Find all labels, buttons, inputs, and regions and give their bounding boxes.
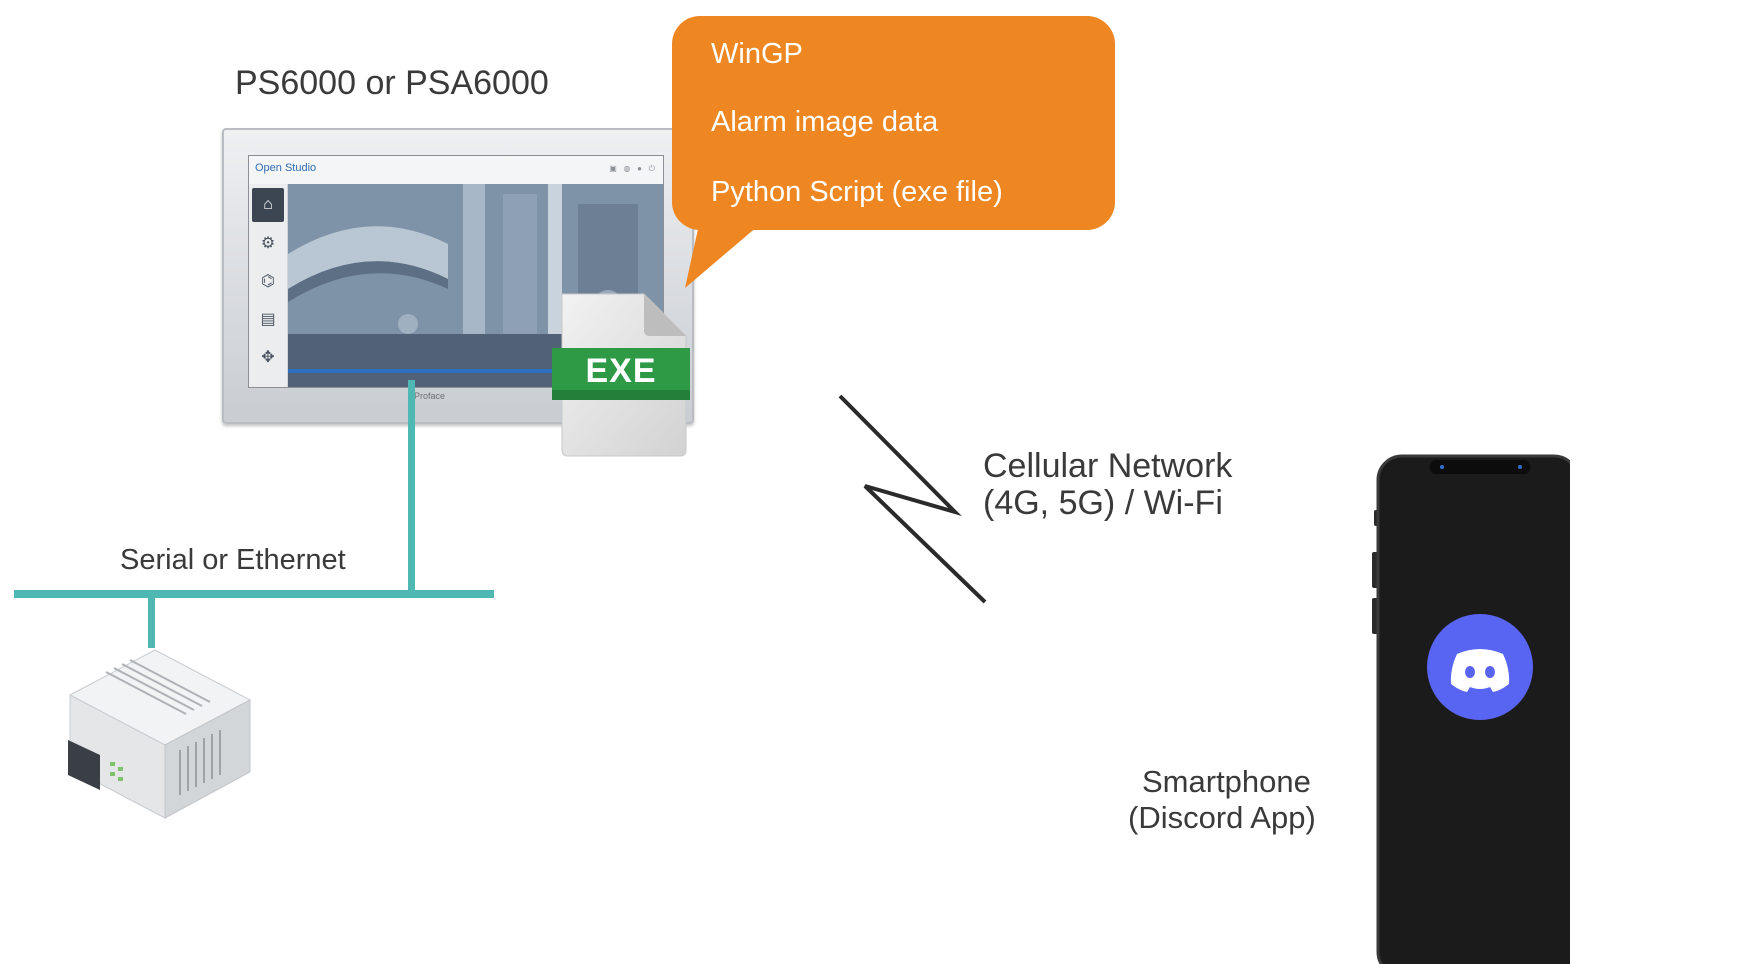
- chart-icon: ⌬: [261, 273, 275, 290]
- hmi-brand-logo: Proface: [414, 391, 446, 401]
- info-bubble: WinGP Alarm image data Python Script (ex…: [672, 16, 1115, 230]
- discord-icon: [1427, 614, 1533, 720]
- wireless-label-line2: (4G, 5G) / Wi-Fi: [983, 484, 1223, 522]
- gear-icon: ⚙: [260, 235, 276, 252]
- smartphone-label-line2: (Discord App): [1128, 800, 1316, 835]
- plc-icon: [68, 649, 252, 819]
- wireless-label-line1: Cellular Network: [983, 447, 1233, 485]
- home-icon: ⌂: [252, 188, 284, 222]
- plc-drop-line: [148, 596, 155, 648]
- hmi-drop-line: [408, 380, 415, 598]
- bubble-line-wingp: WinGP: [711, 38, 803, 70]
- hmi-app-title: Open Studio: [255, 162, 317, 174]
- bubble-line-alarm-image: Alarm image data: [711, 106, 939, 138]
- hmi-topbar-icons: ▣ ◍ ● ⏻: [609, 164, 655, 173]
- network-icon: ✥: [261, 349, 275, 366]
- hmi-model-label: PS6000 or PSA6000: [235, 64, 549, 102]
- box-icon: ▤: [260, 311, 276, 328]
- lightning-icon: [838, 394, 987, 604]
- bubble-line-python-script: Python Script (exe file): [711, 176, 1003, 208]
- wired-network-label: Serial or Ethernet: [120, 544, 346, 576]
- hmi-sidebar: ⌂ ⚙ ⌬ ▤ ✥: [249, 184, 288, 387]
- hmi-topbar: Open Studio ▣ ◍ ● ⏻: [249, 156, 663, 185]
- file-icon: [552, 293, 690, 457]
- bubble-tail: [685, 220, 765, 288]
- smartphone-label-line1: Smartphone: [1142, 764, 1311, 799]
- network-bus-line: [14, 590, 494, 598]
- exe-badge-label: EXE: [585, 352, 657, 390]
